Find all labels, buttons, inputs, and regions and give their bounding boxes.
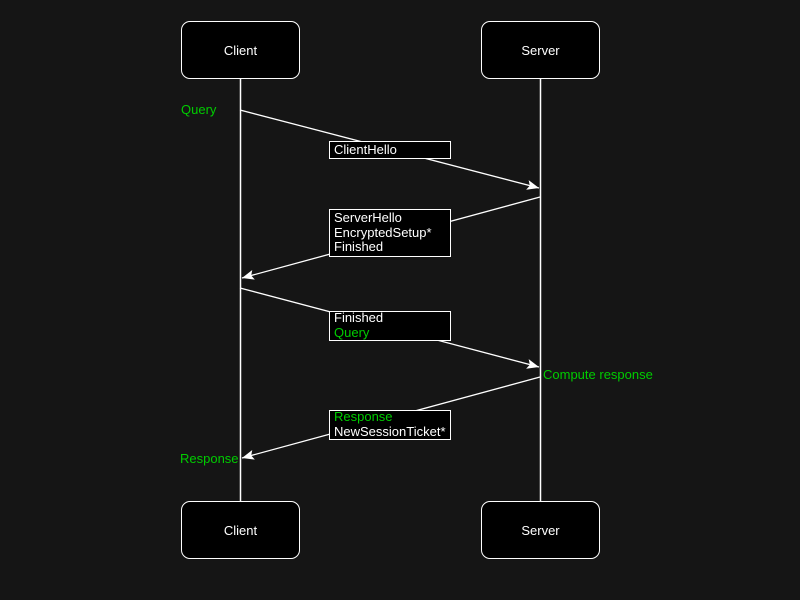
message-text: Finished — [334, 239, 384, 255]
message-text: EncryptedSetup* — [334, 224, 432, 240]
actor-box-client-bottom: Client — [181, 501, 300, 559]
actor-label-server-bottom: Server — [521, 522, 560, 538]
actor-label-client-bottom: Client — [223, 522, 258, 538]
actor-box-server-top: Server — [481, 21, 600, 79]
message-text: NewSessionTicket* — [334, 424, 446, 439]
message-text: Finished — [334, 310, 384, 326]
actor-box-client-top: Client — [181, 21, 300, 79]
message-text: Response — [334, 409, 393, 425]
message-box-clienthello: ClientHello — [329, 141, 451, 159]
message-text: ServerHello — [334, 210, 402, 226]
message-text: Query — [334, 325, 370, 340]
message-box-finished-query: Finished Query — [329, 311, 451, 341]
message-box-serverhello: ServerHello EncryptedSetup* Finished — [329, 209, 451, 257]
message-box-response-ticket: Response NewSessionTicket* — [329, 410, 451, 440]
message-text: ClientHello — [334, 141, 397, 157]
annotation-query: Query — [181, 102, 217, 117]
actor-label-server-top: Server — [521, 42, 560, 58]
actor-label-client-top: Client — [223, 42, 258, 58]
actor-box-server-bottom: Server — [481, 501, 600, 559]
annotation-compute-response: Compute response — [543, 367, 653, 382]
annotation-response: Response — [180, 451, 239, 466]
